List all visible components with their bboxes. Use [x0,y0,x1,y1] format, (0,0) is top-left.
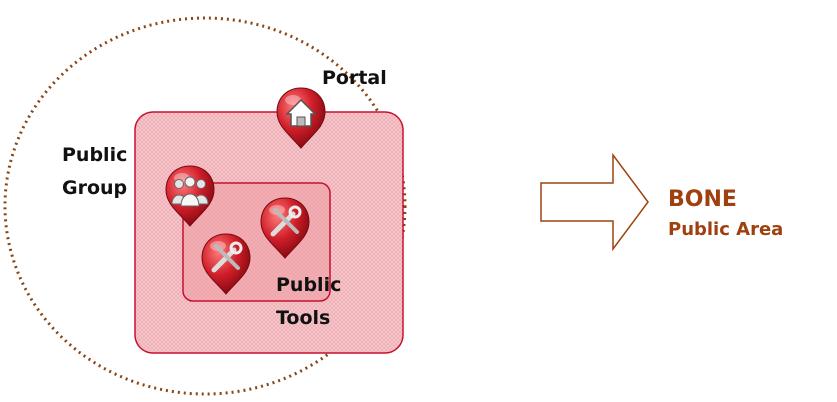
result-arrow [540,152,649,252]
public-tools-label-line2: Tools [276,307,331,329]
public-area-subtitle: Public Area [668,219,784,240]
public-group-label-line1: Public [62,144,128,166]
portal-label: Portal [322,67,387,89]
public-tools-label-line1: Public [276,274,342,296]
public-area-boundary [3,16,407,396]
public-group-label-line2: Group [62,177,128,199]
tools-icon [201,233,251,295]
home-icon [276,87,326,149]
users-group-icon [165,165,215,227]
tools-icon [260,197,310,259]
bone-title: BONE [668,187,737,212]
